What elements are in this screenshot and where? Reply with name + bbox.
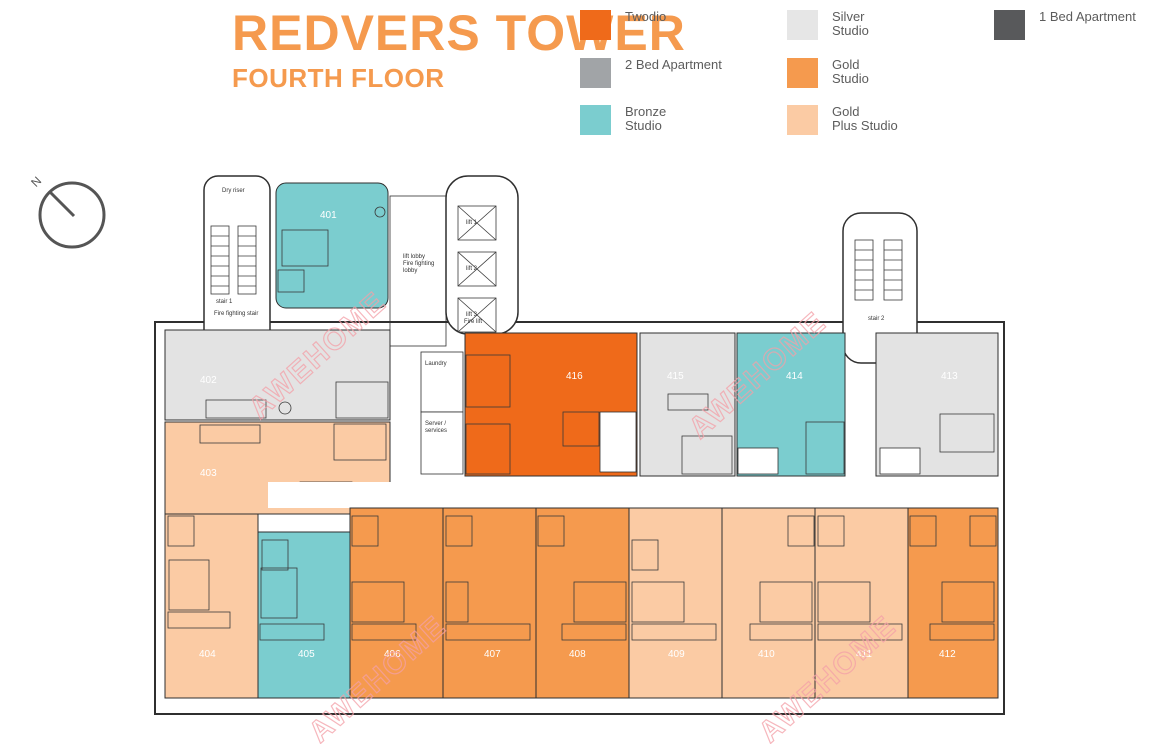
lift-3-label: lift 3	[466, 312, 478, 318]
bathroom-pods	[167, 515, 997, 571]
unit-411-number: 411	[856, 649, 872, 660]
legend-label: 1 Bed Apartment	[1039, 9, 1136, 24]
unit-402[interactable]: 402	[164, 329, 391, 421]
unit-411[interactable]: 411	[814, 507, 909, 699]
legend-swatch	[787, 58, 818, 88]
unit-410-number: 410	[758, 649, 775, 660]
unit-415-number: 415	[667, 371, 684, 382]
stair-1-core	[203, 175, 271, 355]
unit-401[interactable]: 401	[275, 182, 389, 309]
lift-lobby-note-2: lobby	[403, 268, 417, 274]
lift-1-label: lift 1	[466, 220, 478, 226]
legend-item-bronze-studio: Bronze Studio	[580, 105, 666, 135]
lift-2-label: lift 2	[466, 266, 478, 272]
unit-412[interactable]: 412	[907, 507, 999, 699]
lift-lobby	[389, 195, 447, 347]
legend-swatch	[787, 10, 818, 40]
unit-410[interactable]: 410	[721, 507, 816, 699]
legend-label: Twodio	[625, 9, 667, 24]
stair-2-label: stair 2	[868, 316, 885, 322]
unit-404[interactable]: 404	[164, 513, 259, 699]
unit-413[interactable]: 413	[875, 332, 999, 477]
lift-3-note: Fire lift	[464, 319, 482, 325]
unit-413-number: 413	[941, 371, 958, 382]
stair-1-note: Fire fighting stair	[214, 311, 258, 317]
unit-416-number: 416	[566, 371, 583, 382]
server-room	[420, 411, 464, 475]
legend-item-2-bed-apartment: 2 Bed Apartment	[580, 58, 722, 88]
dry-riser-label: Dry riser	[222, 188, 245, 194]
lift-lobby-note: Fire fighting	[403, 261, 434, 267]
stair-2-treads	[854, 239, 903, 301]
unit-407[interactable]: 407	[442, 507, 537, 699]
legend-label: Gold Studio	[832, 57, 869, 86]
unit-408-number: 408	[569, 649, 586, 660]
unit-416[interactable]: 416	[464, 332, 638, 477]
legend-swatch	[580, 58, 611, 88]
legend-label: Gold Plus Studio	[832, 104, 898, 133]
unit-407-number: 407	[484, 649, 501, 660]
unit-415[interactable]: 415	[639, 332, 736, 477]
unit-404-number: 404	[199, 649, 216, 660]
unit-406[interactable]: 406	[349, 507, 444, 699]
corridor	[268, 482, 1003, 508]
legend-item-silver-studio: Silver Studio	[787, 10, 869, 40]
unit-401-number: 401	[320, 210, 337, 221]
legend-item-gold-studio: Gold Studio	[787, 58, 869, 88]
unit-412-number: 412	[939, 649, 956, 660]
legend-item-1-bed-apartment: 1 Bed Apartment	[994, 10, 1136, 40]
laundry-label: Laundry	[425, 361, 447, 367]
stair-1-treads	[210, 225, 257, 295]
unit-403-number: 403	[200, 468, 217, 479]
legend-swatch	[994, 10, 1025, 40]
legend-label: Silver Studio	[832, 9, 869, 38]
unit-405-number: 405	[298, 649, 315, 660]
unit-409[interactable]: 409	[628, 507, 723, 699]
unit-414-number: 414	[786, 371, 803, 382]
north-compass-icon: N	[30, 174, 106, 249]
unit-414[interactable]: 414	[736, 332, 846, 477]
legend-item-gold-plus-studio: Gold Plus Studio	[787, 105, 898, 135]
lift-shafts	[457, 205, 497, 333]
unit-408[interactable]: 408	[535, 507, 630, 699]
server-label: Server /	[425, 421, 446, 427]
legend-swatch	[580, 105, 611, 135]
legend-item-twodio: Twodio	[580, 10, 666, 40]
legend-swatch	[580, 10, 611, 40]
server-label-2: services	[425, 428, 447, 434]
unit-402-number: 402	[200, 375, 217, 386]
floor-subtitle: FOURTH FLOOR	[232, 63, 445, 93]
unit-409-number: 409	[668, 649, 685, 660]
legend-label: Bronze Studio	[625, 104, 667, 133]
unit-406-number: 406	[384, 649, 401, 660]
legend-swatch	[787, 105, 818, 135]
legend-label: 2 Bed Apartment	[625, 57, 722, 72]
lift-lobby-label: lift lobby	[403, 254, 425, 260]
stair-1-label: stair 1	[216, 299, 233, 305]
laundry-room	[420, 351, 464, 413]
unit-405[interactable]: 405	[257, 531, 351, 699]
